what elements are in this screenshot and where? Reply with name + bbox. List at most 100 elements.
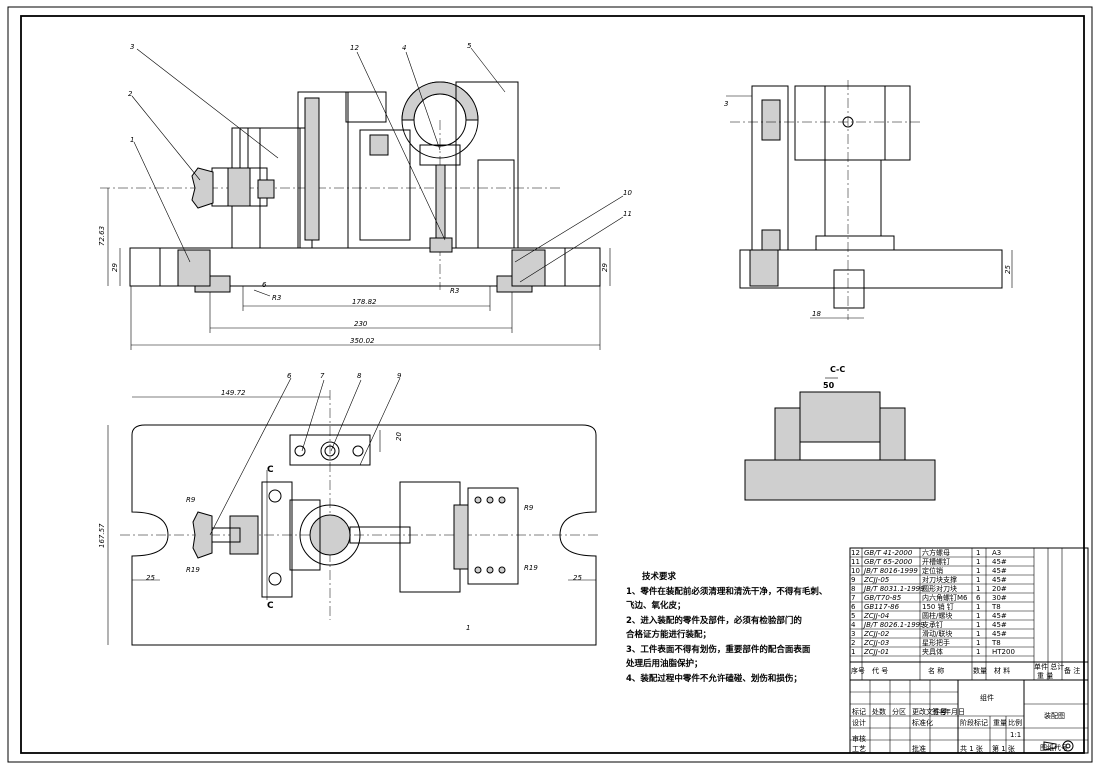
- balloon-12: 12: [350, 44, 359, 52]
- balloon-4: 4: [402, 44, 406, 52]
- bom-cell-mat: HT200: [992, 648, 1015, 656]
- dim-base-left: 29: [111, 263, 119, 272]
- bom-cell-name: 滑动/联块: [922, 629, 952, 638]
- bom-header-qty: 数量: [973, 666, 987, 675]
- bom-cell-qty: 1: [976, 585, 980, 593]
- requirement-line: 飞边、氧化皮；: [626, 601, 686, 611]
- bom-cell-name: 六方螺母: [922, 548, 950, 557]
- scale-label: 比例: [1008, 718, 1022, 727]
- title-block-text: 组件 装配图 图纸代号 阶段标记 重量 比例 1:1 标记 处数 分区 更改文件…: [852, 693, 1068, 753]
- bom-cell-code: ZCJJ-01: [863, 648, 889, 656]
- bom-cell-name: 夹具体: [922, 647, 943, 656]
- dim-167: 167.57: [98, 523, 106, 548]
- balloon-5: 5: [467, 42, 472, 50]
- approve-label: 批准: [912, 744, 926, 753]
- bom-cell-code: GB/T 65-2000: [864, 558, 913, 566]
- requirement-line: 处理后用油脂保护；: [626, 659, 703, 669]
- part-number: 1: [466, 624, 470, 632]
- bom-cell-no: 1: [851, 648, 855, 656]
- front-view: [100, 47, 624, 350]
- bom-cell-mat: 20#: [992, 585, 1007, 593]
- bom-cell-qty: 1: [976, 576, 980, 584]
- bom-cell-no: 9: [851, 576, 855, 584]
- scale-value: 1:1: [1010, 731, 1021, 739]
- dim-25-left: 25: [146, 574, 155, 582]
- bom-cell-name: 定位销: [922, 566, 943, 575]
- bom-header-code: 代 号: [872, 666, 888, 675]
- bom-cell-mat: 45#: [992, 567, 1007, 575]
- bom-cell-mat: 45#: [992, 558, 1007, 566]
- balloon-6: 6: [287, 372, 292, 380]
- bom-cell-no: 3: [851, 630, 855, 638]
- bom-cell-code: GB117-86: [864, 603, 900, 611]
- title-block-grid: [849, 547, 1089, 754]
- bom-cell-code: ZCJJ-05: [863, 576, 890, 584]
- bom-cell-name: 圆柱/螺块: [922, 611, 952, 620]
- stage-label: 阶段标记: [960, 718, 988, 727]
- dim-height: 72.63: [98, 226, 106, 246]
- bom-cell-name: 星形把手: [922, 638, 950, 647]
- bom-cell-mat: 45#: [992, 621, 1007, 629]
- bom-cell-mat: 45#: [992, 612, 1007, 620]
- dim-r19-left: R19: [186, 566, 200, 574]
- bom-cell-no: 10: [851, 567, 860, 575]
- dim-r19-right: R19: [524, 564, 538, 572]
- dim-r-left: R3: [272, 294, 281, 302]
- count-label: 处数: [872, 707, 886, 716]
- bom-cell-mat: A3: [992, 549, 1001, 557]
- bom-header-weight: 重 量: [1037, 672, 1053, 680]
- balloon-10: 10: [623, 189, 632, 197]
- dim-r-right: R3: [450, 287, 459, 295]
- dim-20: 20: [395, 432, 403, 441]
- technical-requirements: 技术要求 1、零件在装配前必须清理和清洗干净，不得有毛刺、 飞边、氧化皮； 2、…: [626, 570, 851, 686]
- bom-cell-qty: 1: [976, 549, 980, 557]
- section-dim: 50: [823, 381, 835, 390]
- designer-label: 设计: [852, 718, 866, 727]
- dim-r9-right: R9: [524, 504, 534, 512]
- bom-cell-mat: 45#: [992, 630, 1007, 638]
- bom-header-mat: 材 料: [994, 666, 1010, 675]
- bom-cell-no: 12: [851, 549, 860, 557]
- zone-label: 分区: [892, 707, 906, 716]
- balloon-11: 11: [623, 210, 632, 218]
- bom-cell-qty: 1: [976, 603, 980, 611]
- bom-header-unit-total: 单件 总计: [1034, 662, 1064, 671]
- bom-cell-code: ZCJJ-04: [863, 612, 889, 620]
- balloon-9: 9: [397, 372, 402, 380]
- bom-cell-code: JB/T 8031.1-1999: [862, 585, 925, 593]
- top-view: [107, 377, 600, 646]
- bom-cell-mat: T8: [991, 639, 1001, 647]
- requirement-line: 3、工件表面不得有划伤，重要部件的配合面表面: [626, 644, 811, 655]
- bom-cell-qty: 1: [976, 648, 980, 656]
- sheet-number: 第 1 张: [992, 744, 1015, 753]
- dim-25-right: 25: [573, 574, 582, 582]
- bom-cell-qty: 1: [976, 558, 980, 566]
- side-view-labels: 3 25 18: [724, 100, 1012, 318]
- bom-cell-qty: 1: [976, 639, 980, 647]
- bom-cell-qty: 1: [976, 612, 980, 620]
- bom-header: 序号 代 号 名 称 数量 材 料 单件 总计 重 量 备 注: [851, 662, 1080, 680]
- requirement-line: 4、装配过程中零件不允许磕碰、划伤和损伤；: [626, 673, 802, 684]
- bom-cell-code: ZCJJ-02: [863, 630, 890, 638]
- bom-cell-no: 11: [851, 558, 860, 566]
- bom-cell-qty: 1: [976, 621, 980, 629]
- dim-178: 178.82: [352, 298, 377, 306]
- change-label: 更改文件号: [912, 707, 947, 716]
- bom-cell-name: 圆形对刀块: [922, 584, 957, 593]
- requirement-line: 1、零件在装配前必须清理和清洗干净，不得有毛刺、: [626, 586, 828, 597]
- side-view: [726, 80, 1013, 320]
- dim-350: 350.02: [350, 337, 375, 345]
- assembly-label: 组件: [980, 693, 994, 702]
- bom-cell-name: 150 销 钉: [922, 602, 954, 611]
- standard-label: 标准化: [912, 718, 933, 727]
- bom-cell-name: 对刀块支撑: [922, 575, 957, 584]
- requirement-line: 2、进入装配的零件及部件，必须有检验部门的: [626, 615, 802, 626]
- bom-cell-no: 7: [851, 594, 855, 602]
- bom-cell-code: JB/T 8026.1-1999: [862, 621, 925, 629]
- bom-cell-code: JB/T 8016-1999: [862, 567, 918, 575]
- mark-label: 标记: [852, 707, 866, 716]
- bom-header-remark: 备 注: [1064, 666, 1080, 675]
- bom-cell-mat: 30#: [992, 594, 1007, 602]
